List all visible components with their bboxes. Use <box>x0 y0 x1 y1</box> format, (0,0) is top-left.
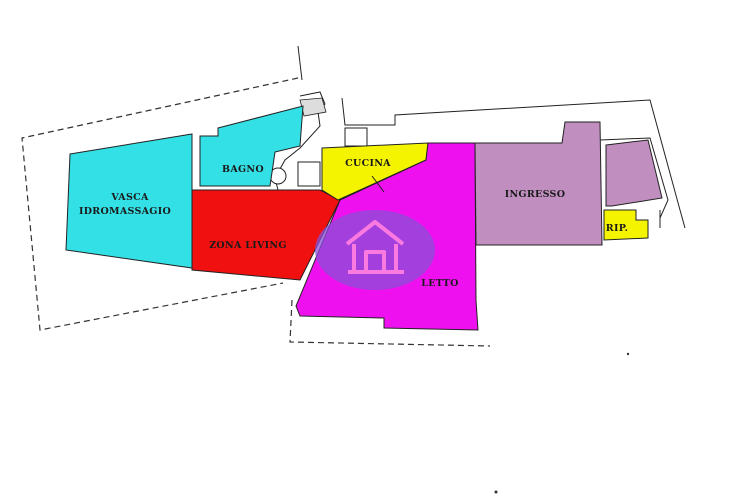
room-vasca-label-line2: IDROMASSAGIO <box>79 206 171 217</box>
terrace-boundary-bottom <box>289 299 491 347</box>
dot-mark <box>626 352 630 356</box>
house-logo-icon <box>315 210 435 290</box>
utility-box <box>344 127 368 147</box>
room-letto-label: LETTO <box>421 278 459 289</box>
room-ingresso-annex <box>605 139 663 207</box>
dot-mark-bottom <box>494 490 498 494</box>
outer-wall-right-inner <box>599 137 669 219</box>
room-ingresso-label: INGRESSO <box>505 189 566 200</box>
boundary-left-edge <box>297 45 303 81</box>
terrace-boundary-left <box>21 77 299 331</box>
room-bagno-label: BAGNO <box>222 164 264 175</box>
room-ingresso <box>474 121 603 246</box>
room-rip-label: RIP. <box>606 223 628 234</box>
outer-wall-top <box>341 97 686 229</box>
shaft-box <box>297 161 321 187</box>
room-rip <box>603 209 649 241</box>
room-vasca-label-line1: VASCA <box>110 192 149 203</box>
room-cucina-label: CUCINA <box>345 158 391 169</box>
cucina-diag <box>371 175 385 193</box>
room-bagno <box>199 105 304 187</box>
room-zona-living-label: ZONA LIVING <box>209 240 287 251</box>
stairs-shape <box>299 97 327 117</box>
